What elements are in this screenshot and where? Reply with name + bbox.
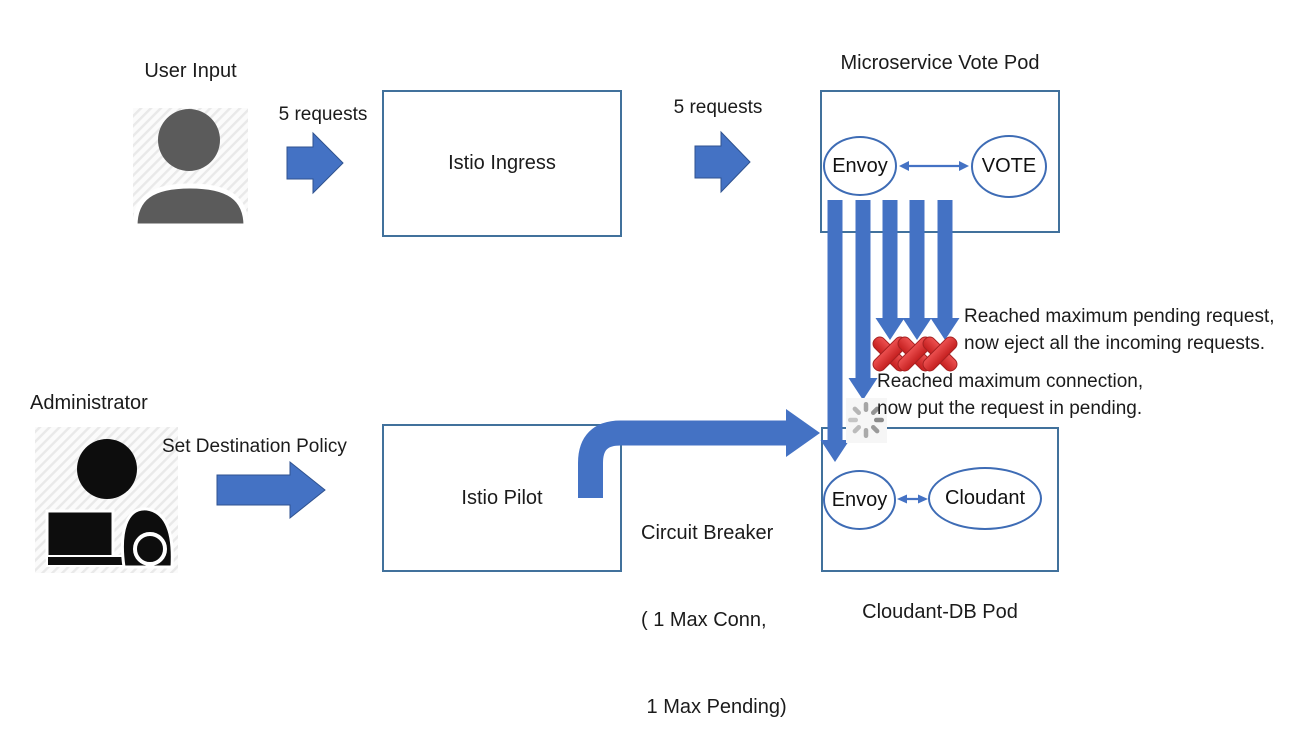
pending-annotation-line2: now put the request in pending. bbox=[877, 398, 1143, 419]
istio-ingress-label: Istio Ingress bbox=[448, 152, 556, 174]
vote-pod-title: Microservice Vote Pod bbox=[840, 52, 1040, 74]
administrator-label: Administrator bbox=[30, 392, 148, 414]
vote-service-label: VOTE bbox=[981, 155, 1037, 177]
reject-annotation: Reached maximum pending request, now eje… bbox=[964, 303, 1275, 357]
admin-at-computer-icon bbox=[35, 427, 178, 573]
db-pod-envoy-label: Envoy bbox=[831, 488, 888, 511]
set-destination-policy-label: Set Destination Policy bbox=[162, 436, 347, 457]
user-requests-label: 5 requests bbox=[278, 104, 368, 125]
vote-pod-envoy-label: Envoy bbox=[832, 154, 888, 177]
circuit-breaker-line3: 1 Max Pending) bbox=[641, 696, 787, 718]
pending-annotation: Reached maximum connection, now put the … bbox=[877, 368, 1143, 422]
istio-pilot-label: Istio Pilot bbox=[461, 486, 543, 509]
vote-pod-envoy-ellipse: Envoy bbox=[823, 136, 897, 196]
cloudant-ellipse: Cloudant bbox=[928, 467, 1042, 530]
circuit-breaker-line2: ( 1 Max Conn, bbox=[641, 609, 767, 631]
cloudant-label: Cloudant bbox=[944, 487, 1026, 509]
istio-pilot-box: Istio Pilot bbox=[382, 424, 622, 572]
request-arrow-1 bbox=[820, 200, 850, 462]
vote-service-ellipse: VOTE bbox=[971, 135, 1047, 198]
db-pod-envoy-ellipse: Envoy bbox=[823, 470, 896, 530]
user-input-label: User Input bbox=[144, 60, 237, 82]
reject-annotation-line1: Reached maximum pending request, bbox=[964, 306, 1275, 327]
person-icon bbox=[132, 108, 249, 229]
circuit-breaker-label: Circuit Breaker ( 1 Max Conn, 1 Max Pend… bbox=[641, 461, 787, 730]
istio-ingress-box: Istio Ingress bbox=[382, 90, 622, 237]
ingress-requests-label: 5 requests bbox=[673, 97, 763, 118]
arrow-admin-to-pilot bbox=[216, 460, 326, 520]
arrow-ingress-to-vote-pod bbox=[694, 130, 751, 194]
request-arrows-envoy-to-db bbox=[820, 200, 960, 462]
reject-annotation-line2: now eject all the incoming requests. bbox=[964, 333, 1265, 354]
pending-annotation-line1: Reached maximum connection, bbox=[877, 371, 1144, 392]
db-pod-title: Cloudant-DB Pod bbox=[862, 601, 1018, 623]
circuit-breaker-line1: Circuit Breaker bbox=[641, 522, 774, 544]
arrow-user-to-ingress bbox=[286, 131, 344, 195]
